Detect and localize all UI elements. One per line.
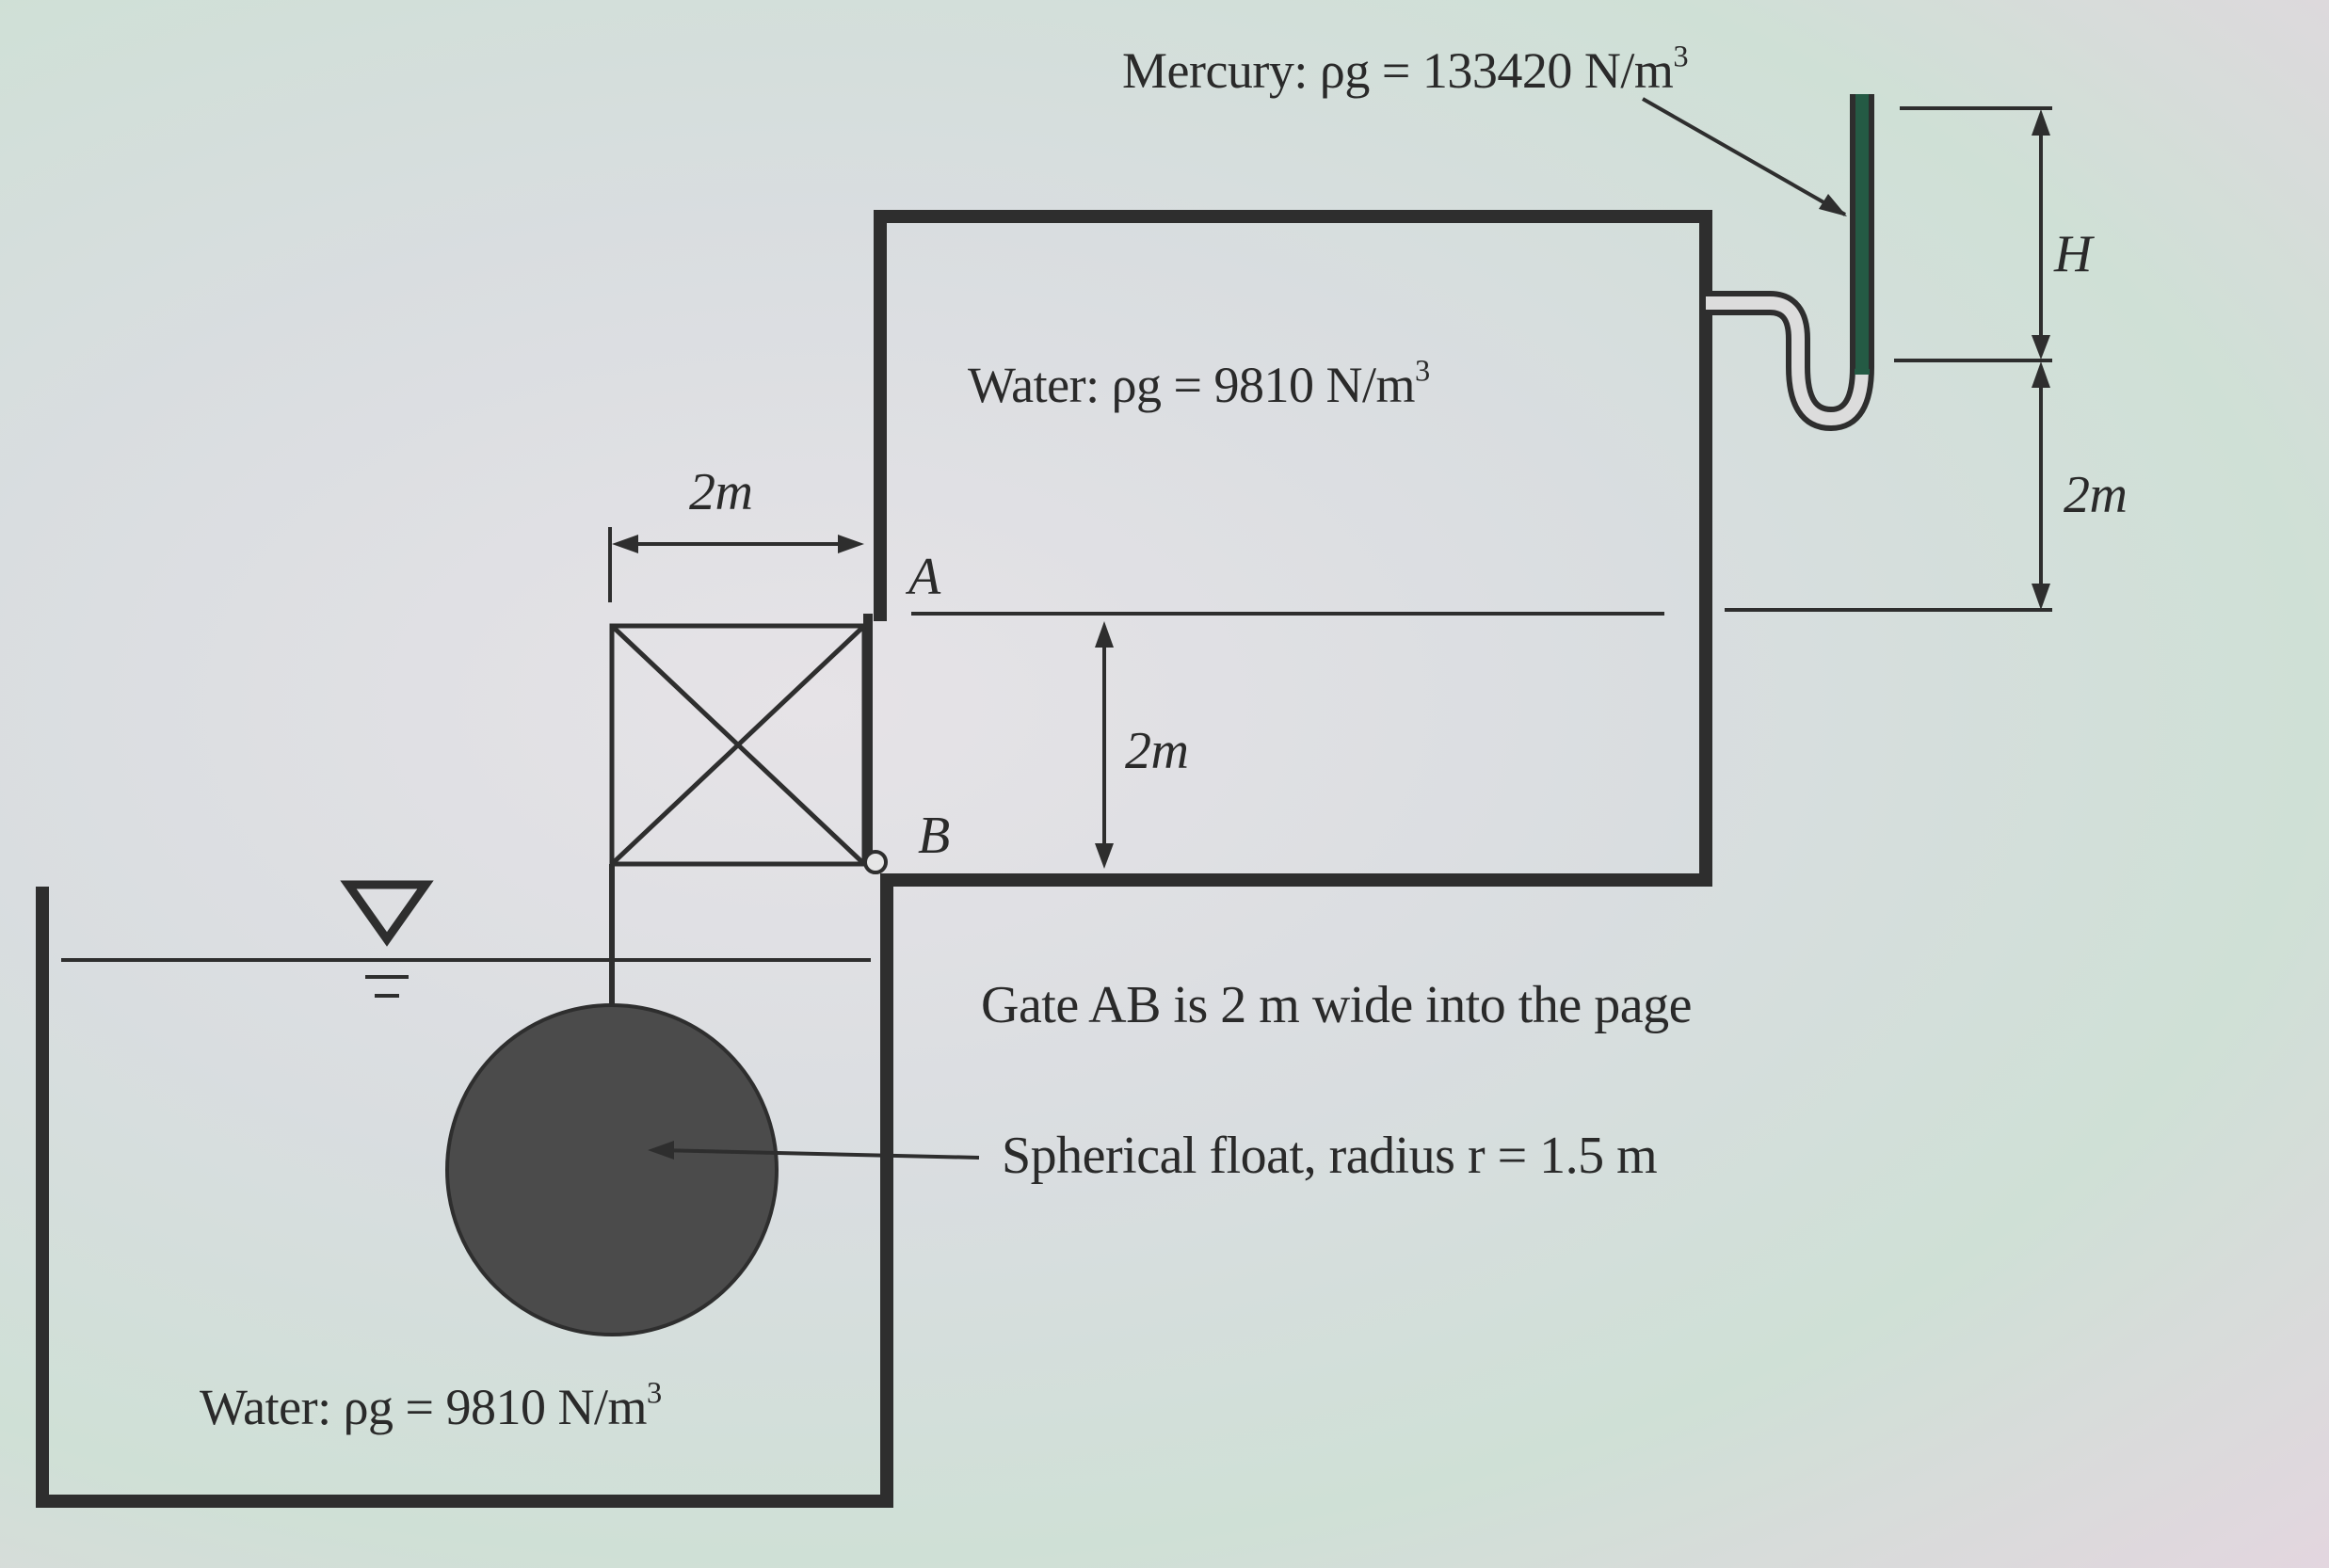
upper-tank-wall	[874, 210, 1712, 887]
lower-water-unit-exponent: 3	[646, 1376, 662, 1411]
manometer-tube-inner	[1706, 94, 1869, 426]
mercury-pointer-line	[1642, 97, 1846, 216]
left-width-left-arrow	[612, 535, 638, 553]
right-2m-bottom-arrow	[2032, 584, 2050, 610]
float-radius-note: Spherical float, radius r = 1.5 m	[1002, 1127, 1658, 1185]
spherical-float	[445, 1003, 779, 1336]
gate-height-bottom-arrow	[1095, 843, 1114, 869]
mercury-label: Mercury: ρg = 133420 N/m3	[1122, 40, 1689, 99]
mercury-pointer-arrowhead	[1819, 194, 1847, 216]
right-2m-top-arrow	[2032, 361, 2050, 388]
h-dimension-top-arrow	[2032, 109, 2050, 136]
point-b-label: B	[918, 807, 950, 865]
water-surface-marker-icon	[340, 880, 434, 947]
upper-water-label: Water: ρg = 9810 N/m3	[968, 354, 1430, 413]
point-a-label: A	[908, 548, 940, 606]
gate-hinge-b	[863, 850, 888, 874]
gate-height-top-arrow	[1095, 621, 1114, 648]
upper-water-unit-exponent: 3	[1414, 354, 1430, 389]
gate-width-note: Gate AB is 2 m wide into the page	[981, 976, 1692, 1034]
left-width-dimension-label: 2m	[689, 463, 753, 521]
truss-box	[609, 623, 867, 867]
left-width-right-arrow	[838, 535, 864, 553]
mercury-unit-exponent: 3	[1673, 40, 1689, 74]
h-dimension-label: H	[2054, 225, 2092, 283]
manometer-tube-outer	[1706, 94, 1874, 432]
h-dimension-bottom-arrow	[2032, 335, 2050, 360]
truss-diagonal-2	[610, 624, 866, 866]
gate-height-dimension-label: 2m	[1125, 722, 1189, 780]
float-pointer-line	[658, 1148, 980, 1160]
lower-tank-wall	[36, 880, 893, 1508]
float-pointer-arrowhead	[648, 1141, 674, 1160]
lower-water-label: Water: ρg = 9810 N/m3	[200, 1376, 662, 1435]
right-2m-dimension-label: 2m	[2064, 466, 2128, 524]
